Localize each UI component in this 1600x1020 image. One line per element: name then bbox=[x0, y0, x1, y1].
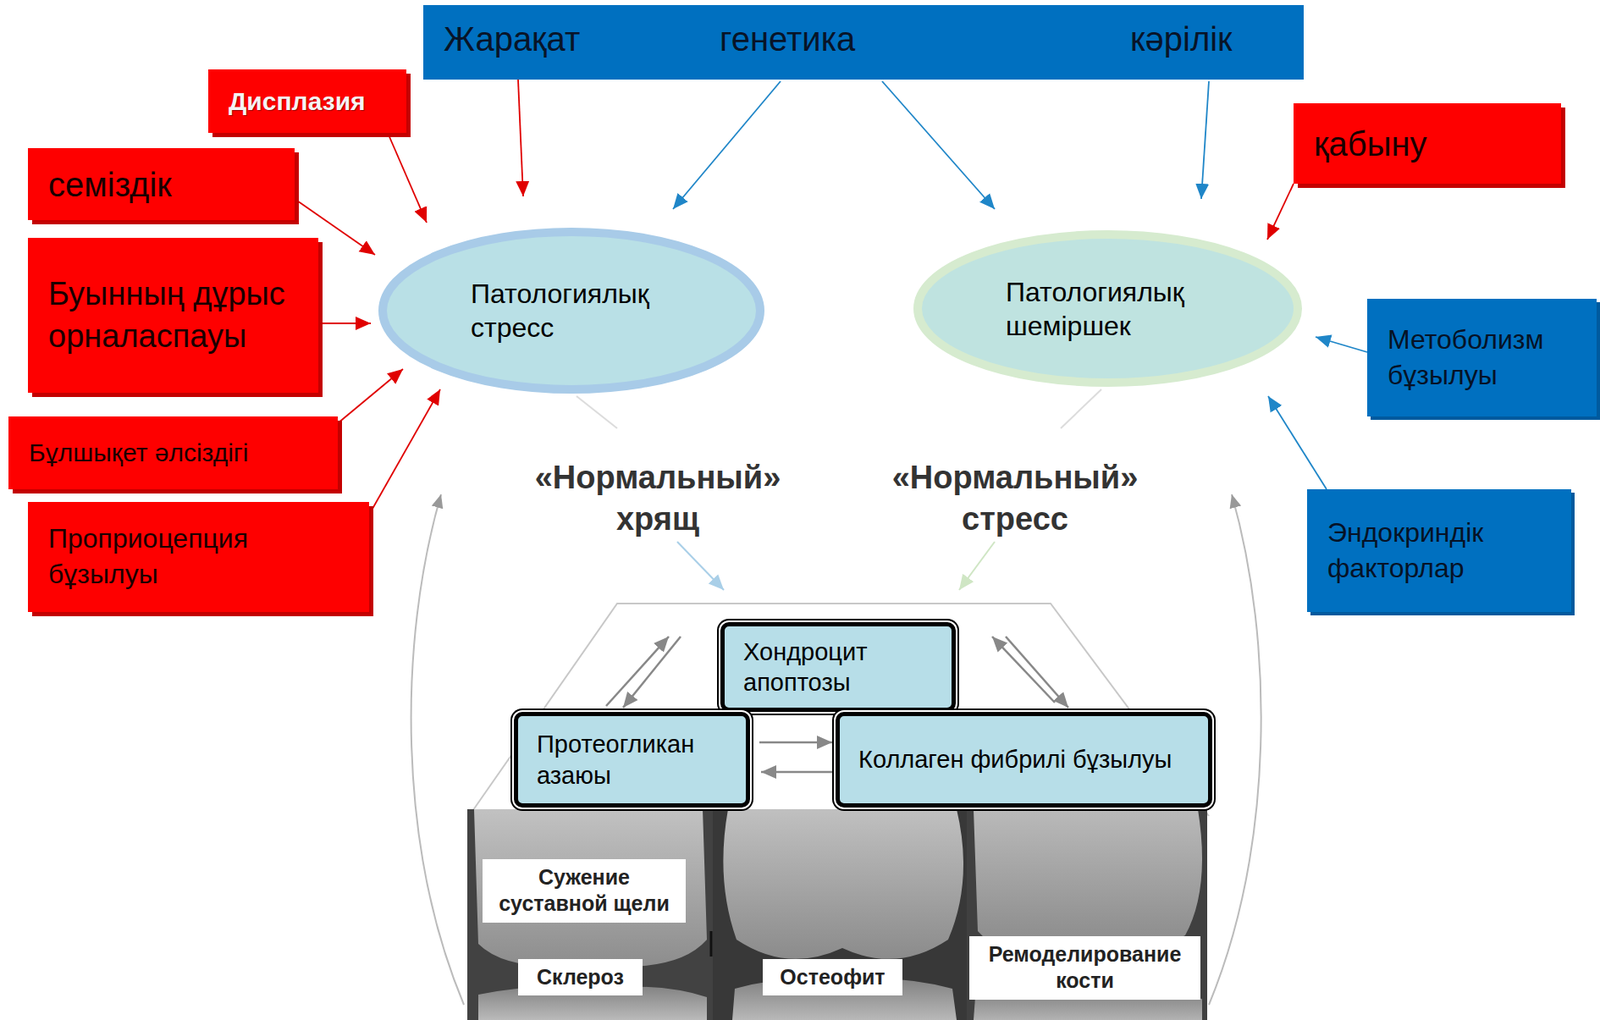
node-text: кәрілік bbox=[1130, 20, 1233, 59]
arrow-connector bbox=[387, 132, 427, 223]
node-text: Бұлшықет әлсіздігі bbox=[28, 436, 249, 469]
stage-label: «Нормальный» стресс bbox=[875, 457, 1155, 541]
xray-label: Остеофит bbox=[762, 959, 903, 996]
arrow-connector bbox=[1267, 183, 1294, 240]
factor-box: Буынның дұрыс орналаспауы bbox=[27, 237, 319, 393]
ellipse-node: Патологиялық стресс bbox=[377, 226, 766, 395]
arrow-connector bbox=[673, 81, 781, 210]
factor-box: Эндокриндік факторлар bbox=[1307, 489, 1572, 613]
factor-box: Метоболизм бұзылуы bbox=[1367, 298, 1597, 417]
node-text: Проприоцепция бұзылуы bbox=[48, 521, 358, 592]
arrow-connector bbox=[337, 369, 403, 424]
arrow-connector bbox=[518, 79, 524, 197]
factor-box: Проприоцепция бұзылуы bbox=[27, 502, 370, 613]
arrow-connector bbox=[1315, 336, 1368, 353]
ellipse-node: Патологиялық шеміршек bbox=[912, 229, 1303, 388]
arrow-connector bbox=[992, 636, 1055, 703]
node-text: Жарақат bbox=[443, 20, 580, 59]
factor-box: қабыну bbox=[1293, 103, 1562, 184]
node-text: Патологиялық шеміршек bbox=[1005, 275, 1269, 343]
node-text: генетика bbox=[719, 20, 856, 59]
node-text: Коллаген фибрилі бұзылуы bbox=[858, 744, 1172, 775]
arrow-connector bbox=[759, 741, 833, 745]
arrow-connector bbox=[623, 636, 681, 708]
node-text: Хондроцит апоптозы bbox=[743, 636, 940, 699]
factor-box: семіздік bbox=[27, 148, 295, 221]
node-text: қабыну bbox=[1313, 122, 1428, 166]
arrow-connector bbox=[1268, 396, 1327, 490]
xray-label: Сужение суставной щели bbox=[482, 859, 686, 923]
arrow-connector bbox=[761, 771, 834, 774]
factor-box: Протеогликан азаюы bbox=[513, 711, 751, 808]
xray-label: Склероз bbox=[518, 959, 643, 996]
factor-band: Жарақат генетика кәрілік bbox=[423, 5, 1304, 80]
node-text: Эндокриндік факторлар bbox=[1327, 515, 1560, 586]
xray-label: Ремоделирование кости bbox=[969, 936, 1201, 1000]
arrow-connector bbox=[369, 389, 441, 515]
node-text: Метоболизм бұзылуы bbox=[1387, 322, 1585, 393]
node-text: Дисплазия bbox=[228, 85, 366, 118]
node-text: семіздік bbox=[48, 163, 172, 206]
factor-box: Бұлшықет әлсіздігі bbox=[8, 416, 338, 490]
node-text: Патологиялық стресс bbox=[470, 276, 732, 345]
factor-box: Дисплазия bbox=[208, 69, 407, 133]
arrow-connector bbox=[318, 322, 371, 325]
factor-box: Коллаген фибрилі бұзылуы bbox=[835, 711, 1213, 808]
ellipse-outline bbox=[377, 226, 766, 395]
node-text: Буынның дұрыс орналаспауы bbox=[48, 273, 307, 358]
factor-box: Хондроцит апоптозы bbox=[720, 622, 956, 712]
arrow-connector bbox=[1201, 81, 1209, 199]
node-text: Протеогликан азаюы bbox=[536, 728, 734, 791]
arrow-connector bbox=[606, 636, 669, 707]
ellipse-outline bbox=[912, 229, 1303, 388]
stage-label: «Нормальный» хрящ bbox=[518, 457, 798, 541]
arrow-connector bbox=[882, 81, 995, 210]
arrow-connector bbox=[1005, 636, 1069, 708]
